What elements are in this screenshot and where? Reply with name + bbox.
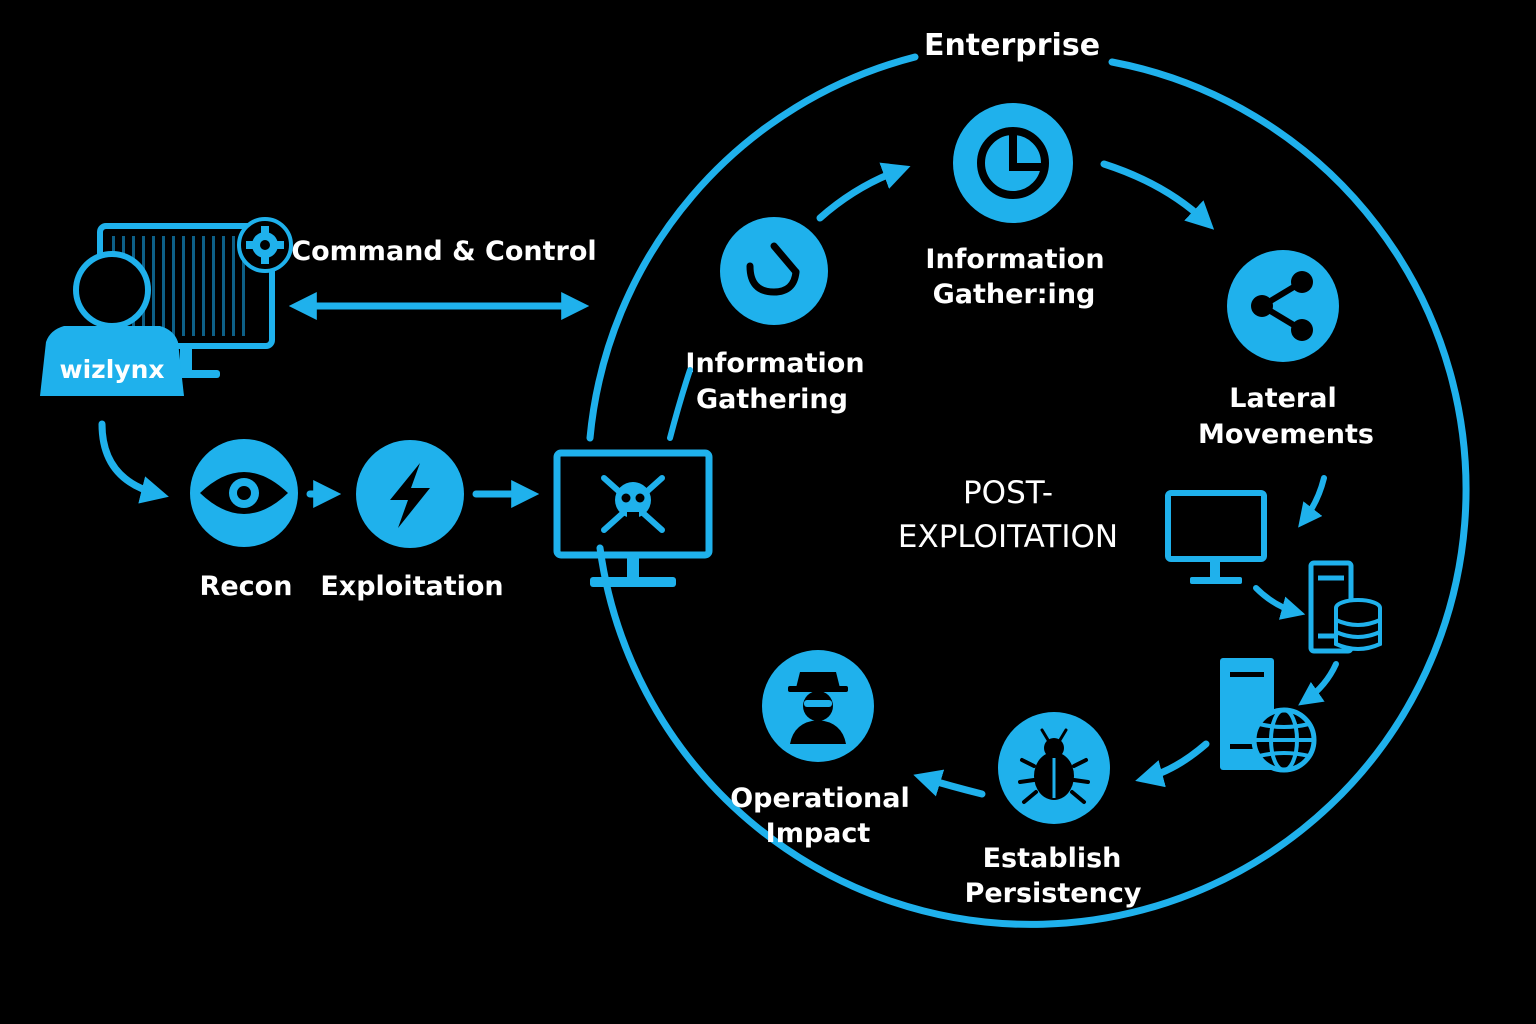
eye-icon <box>200 472 288 514</box>
workstation-to-db-arrow <box>1253 585 1306 620</box>
compromised-host <box>553 449 713 587</box>
info-gathering-2-node <box>953 103 1073 223</box>
webserver-to-persistence-arrow <box>1135 740 1210 788</box>
info2-to-lateral-arrow <box>1100 160 1215 230</box>
recon-node <box>190 439 298 547</box>
persistence-to-impact-arrow <box>913 769 986 798</box>
attacker-name: wizlynx <box>59 355 164 384</box>
persistence-label-line1: Establish <box>983 843 1122 874</box>
info-gathering-1-node <box>720 217 828 325</box>
lateral-to-hosts-arrow <box>1298 475 1327 528</box>
attacker-to-recon-arrow <box>98 420 169 504</box>
exploitation-node <box>356 440 464 548</box>
lateral-movement-node <box>1227 250 1339 362</box>
user-avatar <box>40 251 184 396</box>
recon-label: Recon <box>200 571 293 602</box>
gear-icon <box>237 217 293 273</box>
pie-chart-icon <box>977 127 1049 199</box>
skull-crossbones-icon <box>601 475 665 533</box>
info1-to-info2-arrow <box>816 162 911 222</box>
info-gathering-1-label-line2: Gathering <box>696 384 848 415</box>
post-exploitation-line1: POST- <box>963 475 1053 511</box>
enterprise-boundary <box>596 58 1470 928</box>
database-server-icon <box>1308 560 1382 654</box>
info-gathering-2-label-line1: Information <box>925 244 1104 275</box>
web-server-icon <box>1220 658 1317 773</box>
command-control-label: Command & Control <box>291 236 596 267</box>
bug-icon <box>1018 728 1090 804</box>
persistence-label-line2: Persistency <box>965 878 1142 909</box>
info-gathering-1-label-line1: Information <box>685 348 864 379</box>
impact-label-line1: Operational <box>730 783 910 814</box>
impact-node <box>762 650 874 762</box>
post-exploitation-line2: EXPLOITATION <box>898 519 1118 555</box>
share-icon <box>1251 271 1313 341</box>
internal-workstation <box>1165 490 1267 584</box>
persistence-node <box>998 712 1110 824</box>
lateral-label-line2: Movements <box>1198 419 1374 450</box>
lightning-icon <box>390 463 430 528</box>
enterprise-boundary-left-arc <box>586 53 919 442</box>
info-gathering-2-label-line2: Gather:ing <box>933 279 1096 310</box>
spy-icon <box>788 672 848 744</box>
db-to-webserver-arrow <box>1298 661 1339 706</box>
exploitation-label: Exploitation <box>320 571 503 602</box>
attacker-workstation: wizlynx <box>40 217 293 396</box>
lateral-label-line1: Lateral <box>1229 383 1336 414</box>
impact-label-line2: Impact <box>766 818 871 849</box>
target-to-info-gathering-arrow <box>667 367 693 441</box>
enterprise-title: Enterprise <box>924 28 1100 63</box>
monitor-stand <box>180 346 192 372</box>
fishing-hook-icon <box>746 242 800 296</box>
